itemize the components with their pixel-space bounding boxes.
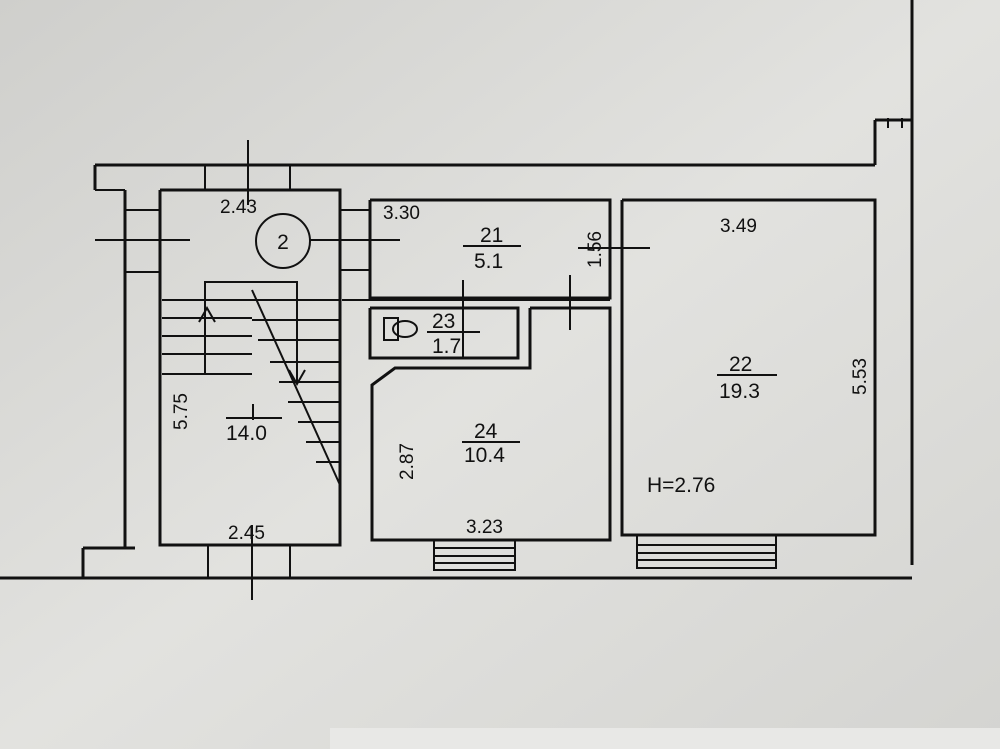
stairwell-dim-left: 5.75: [171, 393, 192, 430]
room-24-dim-side: 2.87: [397, 443, 418, 480]
stair-flight: [162, 281, 341, 486]
toilet-bowl-icon: [392, 320, 418, 338]
room-21: 3.30 1.56 21 5.1: [340, 198, 650, 300]
room-21-number: 21: [480, 224, 503, 247]
room-24-dim-bottom: 3.23: [466, 517, 503, 538]
stairwell: 2 2.43 2.45 5.75 14.0: [95, 140, 400, 600]
room-21-dim-top: 3.30: [383, 203, 420, 224]
room-23-area: 1.7: [432, 335, 461, 358]
room-22-dim-top: 3.49: [720, 216, 757, 237]
stair-number: 2: [277, 231, 289, 254]
room-24: 2.87 24 10.4 3.23: [370, 275, 612, 571]
stairwell-dim-top: 2.43: [220, 197, 257, 218]
room-22-area: 19.3: [719, 380, 760, 403]
room-21-area: 5.1: [474, 250, 503, 273]
room-22-dim-side: 5.53: [850, 358, 871, 395]
room-22-number: 22: [729, 353, 752, 376]
outer-walls: [0, 0, 914, 580]
room-21-dim-side: 1.56: [585, 231, 606, 268]
stairwell-dim-bottom: 2.45: [228, 523, 265, 544]
stairwell-area: 14.0: [226, 422, 267, 445]
room-22: 3.49 5.53 22 19.3 H=2.76: [620, 198, 877, 569]
toilet-tank-icon: [383, 317, 399, 341]
room-24-area: 10.4: [464, 444, 505, 467]
room-24-number: 24: [474, 420, 498, 443]
paper-edge: [330, 728, 1000, 749]
room-23: 23 1.7: [342, 280, 610, 360]
room-23-number: 23: [432, 310, 455, 333]
ceiling-height: H=2.76: [647, 474, 715, 497]
